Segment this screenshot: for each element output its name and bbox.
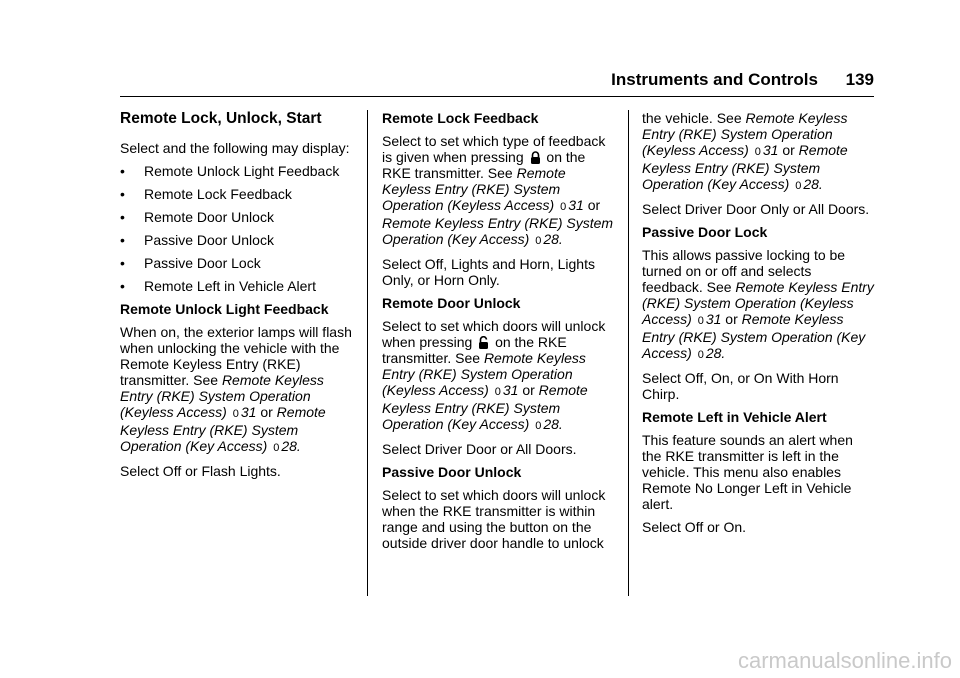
page-reference[interactable]: 31 <box>762 142 779 158</box>
cross-reference[interactable]: Remote Keyless Entry (RKE) System Operat… <box>382 382 588 432</box>
page-reference[interactable]: 31 <box>705 311 722 327</box>
subheading: Remote Left in Vehicle Alert <box>642 409 827 425</box>
page-ref-arrow-icon: 0 <box>494 386 501 398</box>
page-reference[interactable]: 31 <box>502 382 519 398</box>
subheading: Remote Lock Feedback <box>382 110 539 126</box>
cross-reference[interactable]: Remote Keyless Entry (RKE) System Operat… <box>642 311 866 361</box>
cross-reference[interactable]: Remote Keyless Entry (RKE) System Operat… <box>120 404 326 454</box>
body-span: Select to set which doors will unlock wh… <box>382 318 606 350</box>
cross-reference[interactable]: Remote Keyless Entry (RKE) System Operat… <box>642 142 848 192</box>
page-reference[interactable]: 28. <box>803 176 823 192</box>
page-reference[interactable]: 31 <box>568 197 584 213</box>
bullet-item: • Remote Door Unlock <box>120 209 352 225</box>
subheading: Passive Door Unlock <box>382 464 522 480</box>
page-ref-arrow-icon: 0 <box>273 442 280 454</box>
column-divider-2 <box>628 110 629 596</box>
section-title: Instruments and Controls <box>611 70 818 89</box>
bullet-marker: • <box>120 278 125 294</box>
cross-reference[interactable]: Remote Keyless Entry (RKE) System Operat… <box>642 110 848 158</box>
column-2: Remote Lock Feedback Select to set which… <box>382 110 614 558</box>
bullet-item: • Passive Door Unlock <box>120 232 352 248</box>
header-rule <box>120 96 874 97</box>
bullet-text: Remote Left in Vehicle Alert <box>144 278 316 294</box>
or-text: or <box>587 197 601 213</box>
select-text: Select Driver Door or All Doors. <box>382 441 577 457</box>
page-ref-arrow-icon: 0 <box>795 180 802 192</box>
bullet-marker: • <box>120 209 125 225</box>
lock-icon <box>530 151 540 164</box>
page-ref-arrow-icon: 0 <box>560 201 567 213</box>
body-text: the vehicle. See Remote Keyless Entry (R… <box>642 110 874 194</box>
watermark: carmanualsonline.info <box>737 648 952 673</box>
bullet-marker: • <box>120 232 125 248</box>
bullet-item: • Remote Unlock Light Feedback <box>120 163 352 179</box>
select-text: Select Off or Flash Lights. <box>120 463 281 479</box>
subheading: Remote Door Unlock <box>382 295 521 311</box>
subheading: Passive Door Lock <box>642 224 768 240</box>
select-text: Select Off or On. <box>642 519 747 535</box>
page-ref-arrow-icon: 0 <box>697 315 704 327</box>
section-heading: Remote Lock, Unlock, Start <box>120 110 322 127</box>
body-text: Select to set which doors will unlock wh… <box>382 487 606 551</box>
bullet-text: Remote Lock Feedback <box>144 186 292 202</box>
page-reference[interactable]: 28. <box>543 231 563 247</box>
cross-reference[interactable]: Remote Keyless Entry (RKE) System Operat… <box>382 350 586 398</box>
body-span: on the RKE transmitter. See <box>382 334 567 366</box>
bullet-marker: • <box>120 255 125 271</box>
bullet-marker: • <box>120 186 125 202</box>
intro-text: Select and the following may display: <box>120 140 350 156</box>
bullet-text: Passive Door Lock <box>144 255 261 271</box>
page-ref-arrow-icon: 0 <box>697 349 704 361</box>
subheading: Remote Unlock Light Feedback <box>120 301 329 317</box>
page-ref-arrow-icon: 0 <box>535 235 542 247</box>
cross-reference[interactable]: Remote Keyless Entry (RKE) System Operat… <box>120 372 324 420</box>
body-span: When on, the exterior lamps will flash w… <box>120 324 352 388</box>
bullet-marker: • <box>120 163 125 179</box>
body-text: Select to set which type of feedback is … <box>382 133 614 249</box>
column-divider-1 <box>367 110 368 596</box>
body-text: Select to set which doors will unlock wh… <box>382 318 614 434</box>
or-text: or <box>725 311 738 327</box>
or-text: or <box>522 382 535 398</box>
bullet-text: Remote Door Unlock <box>144 209 274 225</box>
page-reference[interactable]: 31 <box>240 404 257 420</box>
cross-reference[interactable]: Remote Keyless Entry (RKE) System Operat… <box>642 279 874 327</box>
bullet-text: Remote Unlock Light Feedback <box>144 163 340 179</box>
page-ref-arrow-icon: 0 <box>232 408 239 420</box>
bullet-item: • Remote Lock Feedback <box>120 186 352 202</box>
page-reference[interactable]: 28. <box>281 438 301 454</box>
page-ref-arrow-icon: 0 <box>754 146 761 158</box>
column-3: the vehicle. See Remote Keyless Entry (R… <box>642 110 874 542</box>
body-text: This feature sounds an alert when the RK… <box>642 432 853 512</box>
or-text: or <box>782 142 795 158</box>
page-reference[interactable]: 28. <box>705 345 726 361</box>
body-span: Select to set which type of feedback is … <box>382 133 606 165</box>
or-text: or <box>260 404 273 420</box>
page-header: Instruments and Controls 139 <box>120 70 874 98</box>
unlock-icon <box>479 336 489 349</box>
column-1: Remote Lock, Unlock, Start Select and th… <box>120 110 352 486</box>
body-text: This allows passive locking to be turned… <box>642 247 874 363</box>
body-text: When on, the exterior lamps will flash w… <box>120 324 352 456</box>
bullet-text: Passive Door Unlock <box>144 232 274 248</box>
body-span: This allows passive locking to be turned… <box>642 247 846 295</box>
cross-reference[interactable]: Remote Keyless Entry (RKE) System Operat… <box>382 215 614 247</box>
body-span: the vehicle. See <box>642 110 746 126</box>
bullet-item: • Remote Left in Vehicle Alert <box>120 278 352 294</box>
bullet-item: • Passive Door Lock <box>120 255 352 271</box>
select-text: Select Off, On, or On With Horn Chirp. <box>642 370 839 402</box>
body-span: on the RKE transmitter. See <box>382 149 586 181</box>
page-reference[interactable]: 28. <box>543 416 563 432</box>
select-text: Select Off, Lights and Horn, Lights Only… <box>382 256 595 288</box>
page-number: 139 <box>845 70 874 89</box>
page-ref-arrow-icon: 0 <box>535 420 542 432</box>
select-text: Select Driver Door Only or All Doors. <box>642 201 870 217</box>
cross-reference[interactable]: Remote Keyless Entry (RKE) System Operat… <box>382 165 566 213</box>
